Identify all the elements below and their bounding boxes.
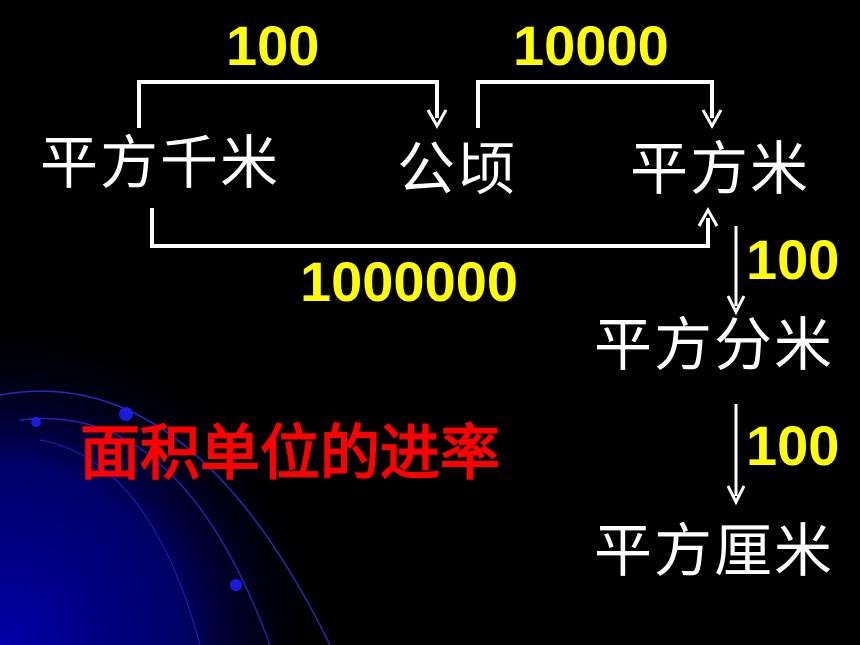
rate-hectare-to-m2: 10000 xyxy=(513,14,669,77)
deco-dot-2 xyxy=(31,417,41,427)
unit-square-meter: 平方米 xyxy=(630,135,811,203)
arrow-m2-to-dm2 xyxy=(726,226,746,316)
deco-arc-1 xyxy=(0,390,331,645)
deco-dot-3 xyxy=(230,579,242,591)
arrow-km2-to-m2 xyxy=(150,206,719,248)
unit-square-centimeter: 平方厘米 xyxy=(594,517,835,585)
deco-arc-2 xyxy=(19,417,271,645)
arrow-km2-to-hectare xyxy=(137,80,448,130)
blue-glow xyxy=(0,330,380,645)
unit-square-decimeter: 平方分米 xyxy=(594,311,835,379)
arrow-hectare-to-m2 xyxy=(476,80,723,130)
rate-km2-to-hectare: 100 xyxy=(226,14,320,77)
rate-dm2-to-cm2: 100 xyxy=(746,414,840,477)
rate-km2-to-m2: 1000000 xyxy=(300,250,519,313)
unit-square-kilometer: 平方千米 xyxy=(40,129,281,197)
deco-arc-3 xyxy=(39,439,201,645)
unit-hectare: 公顷 xyxy=(397,135,518,203)
page-title: 面积单位的进率 xyxy=(80,419,500,489)
deco-dot-1 xyxy=(119,407,133,421)
arrow-dm2-to-cm2 xyxy=(726,404,746,506)
rate-m2-to-dm2: 100 xyxy=(746,228,840,291)
